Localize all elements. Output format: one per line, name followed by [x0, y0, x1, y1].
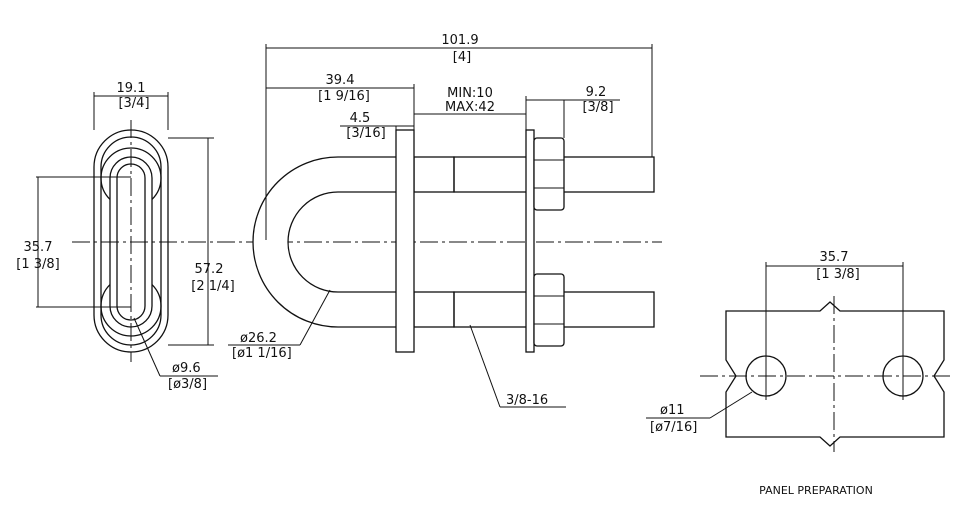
- thread-label: 3/8-16: [506, 393, 548, 408]
- dim-height: 57.2 [2 1/4]: [168, 137, 235, 346]
- leg-in-label: [1 9/16]: [318, 89, 370, 104]
- end-view: [93, 120, 169, 362]
- u-bend: [252, 156, 405, 328]
- u-bolt-side-view: [252, 129, 655, 353]
- width-in-label: [3/4]: [118, 96, 149, 111]
- dim-spacing: 35.7 [1 3/8]: [16, 176, 131, 308]
- dim-overall-length: 101.9 [4]: [265, 33, 653, 240]
- height-in-label: [2 1/4]: [191, 279, 234, 294]
- panel-hole-in-label: [ø7/16]: [650, 420, 697, 435]
- dim-leg-length: 39.4 [1 9/16]: [266, 73, 415, 130]
- dim-washer-thickness: 4.5 [3/16]: [340, 111, 414, 141]
- range-max-label: MAX:42: [445, 100, 495, 115]
- dim-width: 19.1 [3/4]: [93, 81, 169, 130]
- top-leg-smooth: [413, 156, 455, 193]
- panel-spacing-mm-label: 35.7: [820, 250, 849, 265]
- overall-in-label: [4]: [453, 50, 471, 65]
- dim-protrusion: 9.2 [3/8]: [526, 85, 620, 138]
- spacing-in-label: [1 3/8]: [16, 257, 59, 272]
- panel-spacing-in-label: [1 3/8]: [816, 267, 859, 282]
- height-mm-label: 57.2: [195, 262, 224, 277]
- bottom-leg-smooth: [413, 291, 455, 328]
- panel-preparation: 35.7 [1 3/8] ø11 [ø7/16] PANEL PREPARATI…: [646, 250, 952, 497]
- protrusion-in-label: [3/8]: [582, 100, 613, 115]
- width-mm-label: 19.1: [117, 81, 146, 96]
- panel-caption: PANEL PREPARATION: [759, 484, 873, 497]
- range-min-label: MIN:10: [447, 86, 493, 101]
- leg-mm-label: 39.4: [326, 73, 355, 88]
- spacing-mm-label: 35.7: [24, 240, 53, 255]
- dim-clamp-range: MIN:10 MAX:42: [414, 86, 527, 130]
- bend-dia-in-label: [ø1 1/16]: [232, 346, 292, 361]
- top-nut: [533, 137, 565, 211]
- bottom-nut: [533, 273, 565, 347]
- dim-rod-diameter: ø9.6 [ø3/8]: [133, 317, 218, 392]
- bend-dia-mm-label: ø26.2: [240, 331, 277, 346]
- panel-outline: [725, 301, 945, 447]
- overall-mm-label: 101.9: [441, 33, 478, 48]
- panel-plate: [525, 129, 535, 353]
- rod-dia-mm-label: ø9.6: [172, 361, 201, 376]
- rod-dia-in-label: [ø3/8]: [168, 377, 207, 392]
- panel-hole-mm-label: ø11: [660, 403, 685, 418]
- washer-mm-label: 4.5: [350, 111, 371, 126]
- dim-bend-diameter: ø26.2 [ø1 1/16]: [228, 289, 331, 361]
- dim-thread: 3/8-16: [469, 324, 566, 408]
- washer-plate: [395, 129, 415, 353]
- protrusion-mm-label: 9.2: [586, 85, 607, 100]
- washer-in-label: [3/16]: [346, 126, 385, 141]
